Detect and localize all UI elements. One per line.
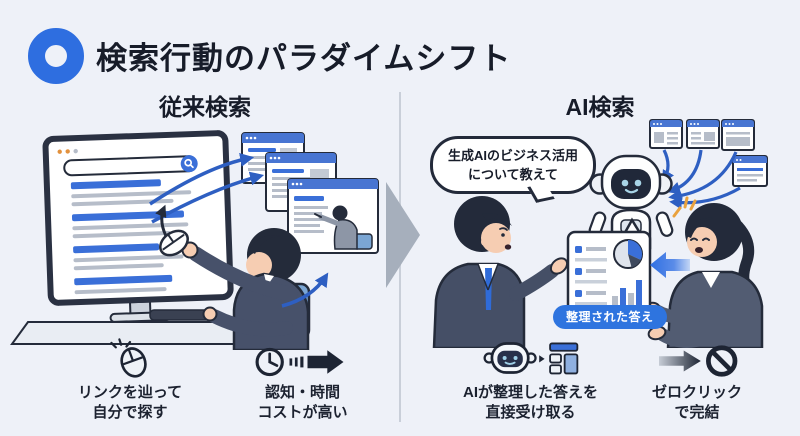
organized-answer-badge: 整理された答え bbox=[553, 305, 667, 329]
sparkle-icon bbox=[672, 196, 697, 218]
search-results bbox=[70, 179, 192, 295]
source-window-3 bbox=[721, 119, 755, 151]
answer-arrow bbox=[650, 252, 690, 278]
point-follow-links: リンクを辿って 自分で探す bbox=[55, 336, 205, 422]
link-arrow-1 bbox=[149, 152, 255, 206]
point-high-cost: 認知・時間 コストが高い bbox=[225, 336, 380, 422]
source-arrow-2 bbox=[667, 149, 703, 195]
search-icon bbox=[184, 158, 193, 167]
caption-direct-answer: AIが整理した答えを 直接受け取る bbox=[462, 384, 598, 421]
traditional-search-illustration bbox=[10, 130, 379, 350]
search-monitor bbox=[42, 130, 234, 323]
ring-icon bbox=[28, 28, 84, 84]
source-window-1 bbox=[649, 119, 683, 149]
right-chevron-arrow bbox=[386, 182, 420, 288]
link-arrow-3 bbox=[281, 272, 329, 308]
zero-click-icon bbox=[622, 336, 772, 380]
ai-search-heading: AI検索 bbox=[565, 94, 635, 120]
mini-reader-person bbox=[314, 205, 373, 250]
query-speech-bubble: 生成AIのビジネス活用 について教えて bbox=[430, 136, 596, 194]
caption-high-cost: 認知・時間 コストが高い bbox=[257, 384, 348, 421]
answer-document bbox=[566, 217, 652, 318]
source-window-4 bbox=[732, 155, 768, 187]
caption-follow-links: リンクを辿って 自分で探す bbox=[77, 384, 183, 421]
result-window-3 bbox=[287, 178, 379, 254]
ai-search-illustration bbox=[432, 119, 768, 348]
point-direct-answer: AIが整理した答えを 直接受け取る bbox=[448, 336, 613, 422]
searching-person bbox=[159, 228, 310, 350]
page-title: 検索行動のパラダイムシフト bbox=[96, 41, 512, 76]
mouse-in-hand bbox=[159, 229, 189, 257]
traditional-search-heading: 従来検索 bbox=[159, 94, 251, 120]
mouse-click-icon bbox=[55, 336, 205, 380]
pie-chart bbox=[613, 239, 643, 269]
source-window-2 bbox=[686, 119, 720, 149]
caption-zero-click: ゼロクリック で完結 bbox=[651, 384, 742, 421]
clock-cost-icon bbox=[225, 336, 380, 380]
source-arrow-4 bbox=[669, 186, 741, 210]
robot-face-screen bbox=[611, 169, 651, 199]
search-bar bbox=[63, 155, 198, 177]
asking-person bbox=[432, 196, 569, 348]
robot-answer-icon bbox=[448, 336, 613, 380]
source-arrow-3 bbox=[668, 151, 738, 203]
point-zero-click: ゼロクリック で完結 bbox=[622, 336, 772, 422]
